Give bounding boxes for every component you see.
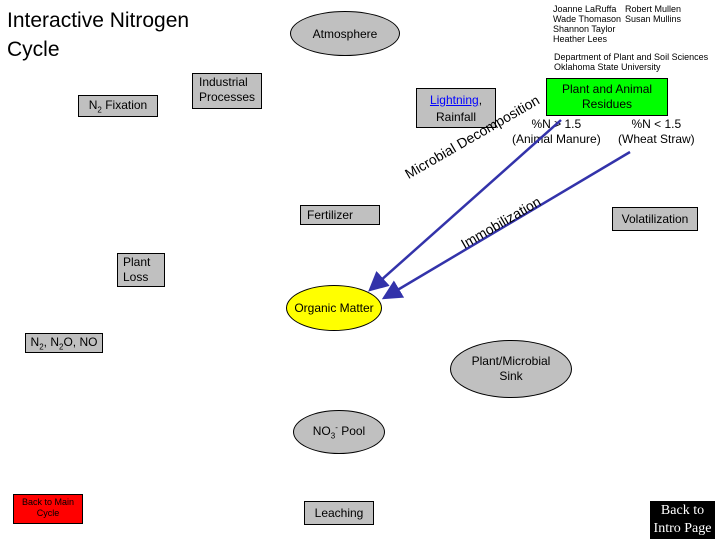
plant-loss-node[interactable]: Plant Loss (117, 253, 165, 287)
industrial-line-2: Processes (199, 90, 256, 104)
organic-matter-node[interactable]: Organic Matter (286, 285, 382, 331)
leaching-label: Leaching (314, 506, 364, 520)
authors-col-1: Joanne LaRuffa Wade Thomason Shannon Tay… (553, 4, 621, 44)
organic-matter-label: Organic Matter (294, 301, 374, 315)
back-intro-line-1: Back to (660, 503, 705, 518)
plant-animal-line-1: Plant and Animal (561, 82, 653, 96)
industrial-line-1: Industrial (199, 75, 248, 89)
sink-line-2: Sink (499, 369, 523, 383)
department: Department of Plant and Soil Sciences Ok… (554, 52, 708, 72)
sink-label: Plant/Microbial Sink (472, 354, 551, 384)
author-name: Wade Thomason (553, 14, 622, 24)
author-name: Robert Mullen (625, 4, 682, 14)
low-nitrogen-label: %N < 1.5 (Wheat Straw) (618, 117, 695, 147)
fertilizer-label: Fertilizer (307, 208, 354, 222)
volatilization-node[interactable]: Volatilization (612, 207, 698, 231)
back-intro-line-2: Intro Page (653, 521, 712, 536)
lightning-line: Lightning, (429, 93, 483, 107)
immobilization-arrow[interactable] (381, 150, 631, 300)
plant-animal-residues-node[interactable]: Plant and Animal Residues (546, 78, 668, 116)
leaching-node[interactable]: Leaching (304, 501, 374, 525)
fertilizer-node[interactable]: Fertilizer (300, 205, 380, 225)
low-n-line-2: (Wheat Straw) (618, 132, 695, 146)
title-line-2: Cycle (7, 38, 60, 61)
back-to-main-button[interactable]: Back to Main Cycle (13, 494, 83, 524)
lightning-link[interactable]: Lightning (429, 93, 479, 107)
page-title: Interactive Nitrogen Cycle (7, 6, 189, 64)
rainfall-label: Rainfall (435, 110, 477, 124)
volatilization-label: Volatilization (621, 212, 689, 226)
back-main-line-1: Back to Main (21, 497, 75, 507)
lightning-rainfall-node[interactable]: Lightning, Rainfall (416, 88, 496, 128)
nitrate-pool-node[interactable]: NO3- Pool (293, 410, 385, 454)
n2-fixation-node[interactable]: N2 Fixation (78, 95, 158, 117)
gaseous-loss-node[interactable]: N2, N2O, NO (25, 333, 103, 353)
department-line-1: Department of Plant and Soil Sciences (554, 52, 709, 62)
author-name: Susan Mullins (625, 14, 682, 24)
plant-loss-line-2: Loss (123, 270, 149, 284)
author-name: Shannon Taylor (553, 24, 616, 34)
n2-fixation-label: N2 Fixation (88, 97, 148, 115)
department-line-2: Oklahoma State University (554, 62, 661, 72)
atmosphere-label: Atmosphere (312, 26, 378, 41)
author-name: Joanne LaRuffa (553, 4, 617, 14)
back-main-line-2: Cycle (36, 508, 60, 518)
decomposition-arrow[interactable] (368, 119, 562, 292)
authors-col-2: Robert Mullen Susan Mullins (625, 4, 681, 24)
gaseous-loss-label: N2, N2O, NO (30, 334, 98, 352)
plant-loss-line-1: Plant (123, 255, 151, 269)
low-n-line-1: %N < 1.5 (631, 117, 682, 131)
nitrate-pool-label: NO3- Pool (312, 423, 366, 441)
title-line-1: Interactive Nitrogen (7, 9, 190, 32)
author-name: Heather Lees (553, 34, 608, 44)
back-to-intro-button[interactable]: Back to Intro Page (650, 501, 715, 539)
industrial-processes-node[interactable]: Industrial Processes (192, 73, 262, 109)
plant-microbial-sink-node[interactable]: Plant/Microbial Sink (450, 340, 572, 398)
sink-line-1: Plant/Microbial (471, 354, 551, 368)
atmosphere-node[interactable]: Atmosphere (290, 11, 400, 56)
plant-animal-line-2: Residues (581, 97, 633, 111)
